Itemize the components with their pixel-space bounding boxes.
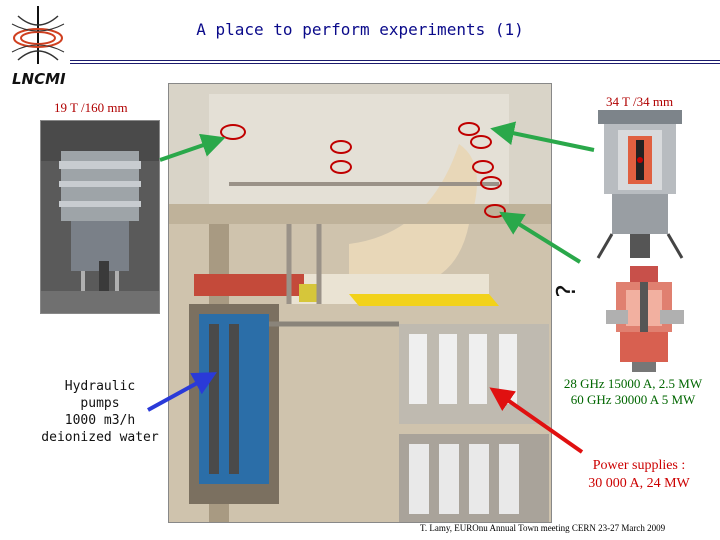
- magnet-19t-photo: [40, 120, 160, 314]
- power-supplies-line2: 30 000 A, 24 MW: [588, 476, 690, 491]
- hydraulic-pumps-label: Hydraulic pumps 1000 m3/h deionized wate…: [40, 378, 160, 446]
- hydraulic-line1: Hydraulic: [64, 379, 136, 394]
- magnet-site-marker: [484, 204, 506, 218]
- hydraulic-line4: deionized water: [41, 430, 159, 445]
- magnet-34t-cutaway: [592, 110, 688, 260]
- magnet-site-marker: [480, 176, 502, 190]
- magnet-site-marker: [330, 160, 352, 174]
- arrow-power-supplies: [489, 387, 584, 454]
- magnet-site-marker: [472, 160, 494, 174]
- power-supplies-line1: Power supplies :: [592, 458, 686, 473]
- arrow-hydraulic: [147, 372, 218, 412]
- slide-title: A place to perform experiments (1): [196, 20, 524, 39]
- magnet-site-marker: [458, 122, 480, 136]
- facility-model-photo: [168, 83, 552, 523]
- gyrotron-drawing: [596, 266, 692, 374]
- header-rule: [70, 60, 720, 61]
- hydraulic-line3: 1000 m3/h: [64, 413, 136, 428]
- gyrotron-spec-line2: 60 GHz 30000 A 5 MW: [570, 392, 696, 407]
- magnet-site-marker: [220, 124, 246, 140]
- gyrotron-spec-label: 28 GHz 15000 A, 2.5 MW 60 GHz 30000 A 5 …: [548, 376, 718, 408]
- magnet-34t-label: 34 T /34 mm: [606, 94, 674, 109]
- arrow-gyrotron: [499, 211, 582, 264]
- arrow-left-magnet: [159, 133, 226, 162]
- arrow-right-magnet: [490, 121, 595, 152]
- header-rule: [70, 63, 720, 64]
- footer-citation: T. Lamy, EUROnu Annual Town meeting CERN…: [420, 523, 666, 533]
- lncmi-logo: [8, 4, 68, 66]
- magnet-site-marker: [330, 140, 352, 154]
- magnet-19t-label: 19 T /160 mm: [54, 100, 128, 115]
- gyrotron-spec-line1: 28 GHz 15000 A, 2.5 MW: [563, 376, 703, 391]
- power-supplies-label: Power supplies : 30 000 A, 24 MW: [566, 457, 712, 493]
- hydraulic-line2: pumps: [80, 396, 120, 411]
- logo-text: LNCMI: [12, 70, 66, 88]
